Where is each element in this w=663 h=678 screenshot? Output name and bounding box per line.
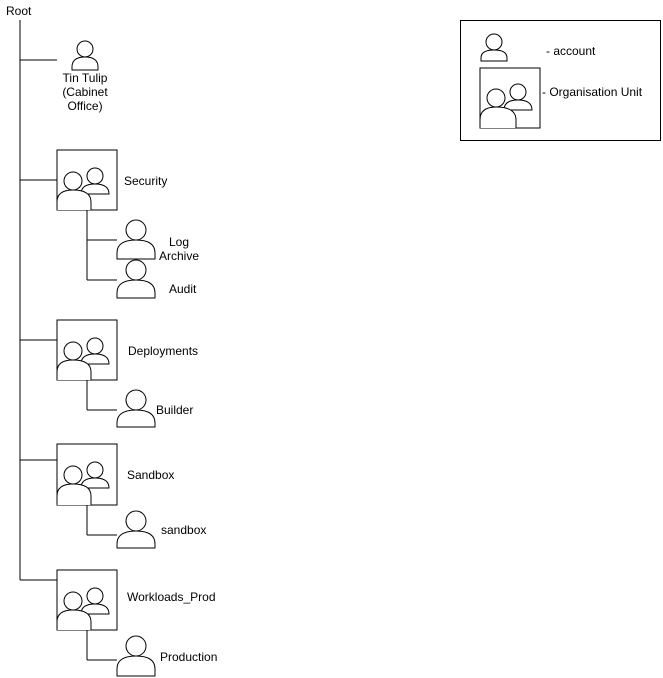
- tin-tulip-label: Tin Tulip (Cabinet Office): [48, 71, 122, 113]
- tin-tulip-label-line-1: Tin Tulip: [62, 71, 108, 85]
- log-archive-label-line-1: Log: [168, 235, 190, 249]
- account-icon: [116, 389, 156, 428]
- tin-tulip-label-line-2: (Cabinet: [62, 85, 108, 99]
- log-archive-label: Log Archive: [154, 235, 204, 263]
- organisation-unit-icon: [56, 569, 118, 631]
- account-icon: [480, 33, 508, 62]
- account-icon: [71, 40, 99, 71]
- connector-lines: [19, 20, 117, 661]
- production-label: Production: [160, 650, 218, 664]
- legend-account-label: - account: [546, 44, 596, 58]
- organisation-unit-icon: [56, 319, 118, 381]
- organisation-unit-icon: [56, 443, 118, 506]
- account-icon: [116, 635, 156, 677]
- audit-label: Audit: [169, 282, 197, 296]
- security-label: Security: [124, 174, 168, 188]
- organisation-unit-icon: [479, 67, 541, 129]
- account-icon: [116, 259, 156, 299]
- root-label: Root: [6, 4, 32, 18]
- builder-label: Builder: [156, 403, 194, 417]
- organisation-unit-icon: [56, 149, 118, 211]
- account-icon: [116, 510, 156, 549]
- sandbox-account-label: sandbox: [161, 523, 207, 537]
- account-icon: [116, 219, 156, 260]
- workloads-prod-label: Workloads_Prod: [127, 590, 216, 604]
- tin-tulip-label-line-3: Office): [67, 99, 103, 113]
- legend-ou-label: - Organisation Unit: [542, 85, 643, 99]
- sandbox-ou-label: Sandbox: [127, 468, 175, 482]
- log-archive-label-line-2: Archive: [158, 249, 199, 263]
- deployments-label: Deployments: [128, 344, 199, 358]
